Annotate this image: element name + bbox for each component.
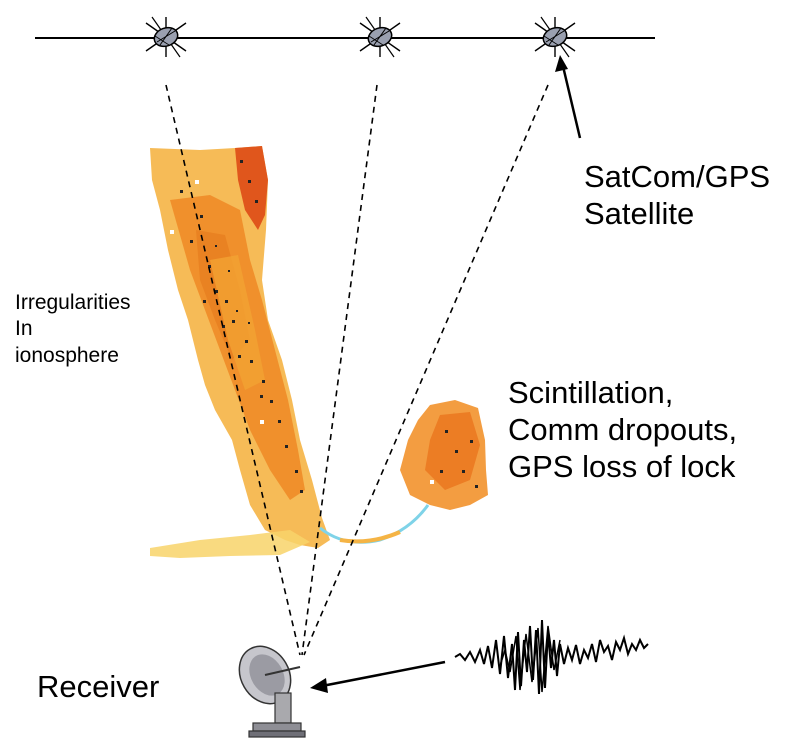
- signal-waveform-icon: [454, 619, 649, 695]
- irregularities-label-line2: In: [15, 317, 33, 341]
- receiver-label: Receiver: [37, 669, 160, 704]
- effects-label-line1: Scintillation,: [508, 375, 674, 410]
- satellite-label-line2: Satellite: [584, 196, 695, 232]
- signal-arrow: [321, 660, 446, 688]
- ionosphere-irregularities: [150, 146, 488, 558]
- satellite-dish-icon: [238, 645, 306, 738]
- satellite-label: SatCom/GPS Satellite: [584, 158, 770, 232]
- irregularities-label-line1: Irregularities: [15, 291, 131, 314]
- irregularities-label: Irregularities In ionosphere: [15, 290, 131, 369]
- effects-label-line3: GPS loss of lock: [508, 449, 736, 485]
- satellite-label-line1: SatCom/GPS: [584, 159, 771, 194]
- effects-label: Scintillation, Comm dropouts, GPS loss o…: [508, 374, 737, 486]
- signal-paths: [165, 84, 549, 656]
- satellite-pointer-arrow: [560, 61, 582, 139]
- effects-label-line2: Comm dropouts,: [508, 412, 738, 448]
- irregularities-label-line3: ionosphere: [15, 343, 119, 367]
